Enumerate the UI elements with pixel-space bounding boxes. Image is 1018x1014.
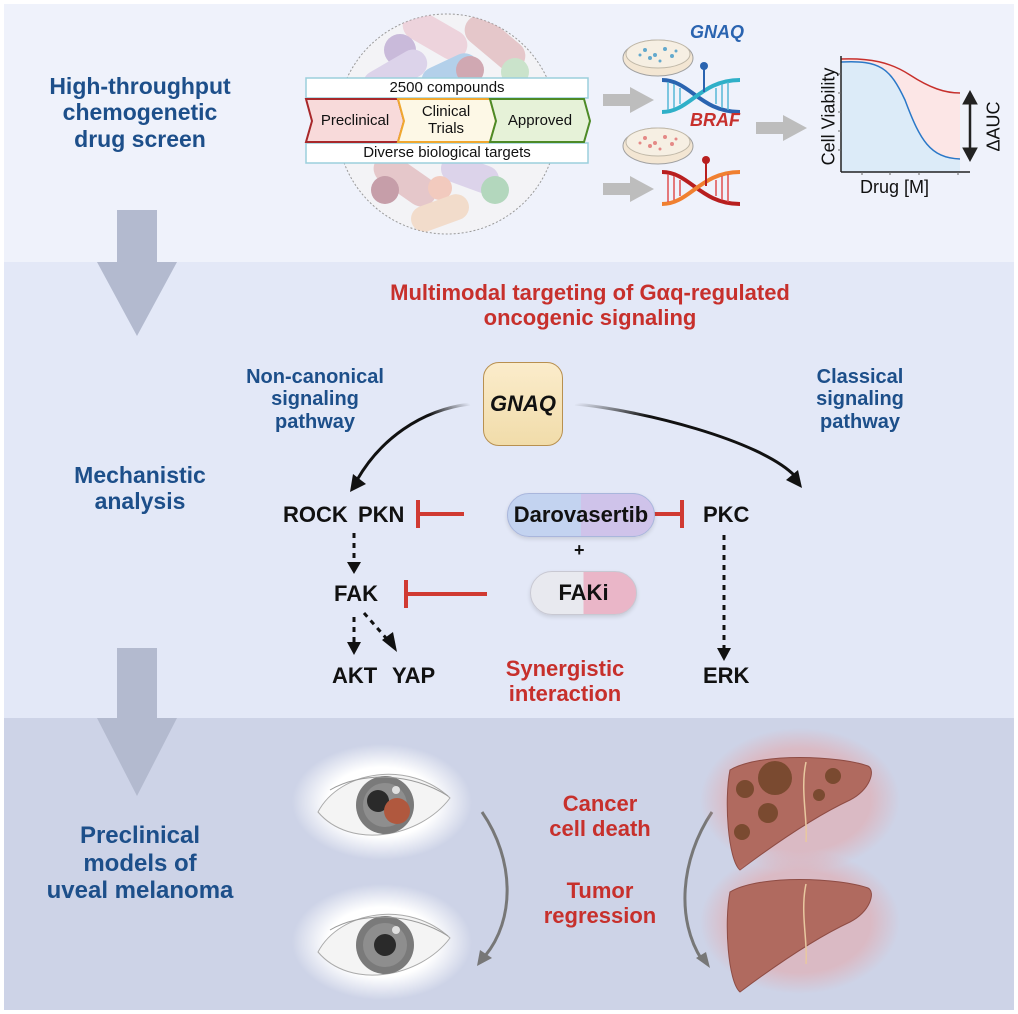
title-line: oncogenic signaling <box>483 305 697 331</box>
label-line: Classical <box>816 366 904 388</box>
gnaq-node: GNAQ <box>483 362 563 446</box>
node-yap: YAP <box>392 663 436 688</box>
label-line: Synergistic <box>505 656 625 681</box>
targets-label: Diverse biological targets <box>363 144 531 161</box>
stage-label-line: uveal melanoma <box>46 877 234 905</box>
label-line: Non-canonical <box>246 366 384 388</box>
node-rock: ROCK <box>283 502 348 527</box>
label-line: signaling <box>271 388 359 411</box>
node-pkc: PKC <box>703 502 750 527</box>
label-line: pathway <box>274 410 356 433</box>
non-canonical-pathway-label: Non-canonical signaling pathway <box>240 366 390 433</box>
outcome-cancer-cell-death: Cancer cell death <box>520 791 680 842</box>
synergy-label: Synergistic interaction <box>480 656 650 707</box>
label-line: cell death <box>549 816 651 842</box>
label-line: pathway <box>819 410 901 433</box>
stage-label-line: Preclinical <box>79 822 201 849</box>
mechanism-title: Multimodal targeting of Gαq-regulated on… <box>280 280 900 331</box>
phase-label-approved: Approved <box>507 112 573 129</box>
title-line: Multimodal targeting of Gαq-regulated <box>390 280 790 305</box>
gene-label-braf: BRAF <box>690 110 740 130</box>
label-line: Tumor <box>566 878 634 903</box>
phase-label-line: Trials <box>427 120 465 137</box>
node-pkn: PKN <box>358 502 405 527</box>
label-line: interaction <box>508 681 622 707</box>
delta-auc-label: ΔAUC <box>983 101 1004 152</box>
plus-sign: + <box>574 540 585 560</box>
stage-label-line: drug screen <box>74 125 206 152</box>
stage-label-line: High-throughput <box>49 73 231 99</box>
label-line: Cancer <box>562 791 638 816</box>
gene-label-gnaq: GNAQ <box>690 22 744 42</box>
phase-label-line: Clinical <box>421 103 471 120</box>
gnaq-label: GNAQ <box>490 391 556 416</box>
phase-label-clinical: Clinical Trials <box>400 103 492 137</box>
node-erk: ERK <box>703 663 750 688</box>
x-axis-label: Drug [M] <box>860 177 930 197</box>
stage-label-models: Preclinical models of uveal melanoma <box>10 822 270 905</box>
stage-label-line: analysis <box>94 488 186 515</box>
panel-mechanistic-analysis <box>4 262 1014 718</box>
stage-label-line: models of <box>83 849 197 877</box>
node-fak: FAK <box>334 581 378 606</box>
faki-label: FAKi <box>558 580 609 605</box>
label-line: regression <box>543 903 657 929</box>
darovasertib-pill: Darovasertib <box>507 493 655 537</box>
darovasertib-label: Darovasertib <box>513 502 649 527</box>
stage-label-line: Mechanistic <box>74 462 206 488</box>
stage-label-screen: High-throughput chemogenetic drug screen <box>20 73 260 152</box>
outcome-tumor-regression: Tumor regression <box>520 878 680 929</box>
faki-pill: FAKi <box>530 571 637 615</box>
node-akt: AKT <box>332 663 378 688</box>
y-axis-label: Cell Viability <box>818 67 839 166</box>
label-line: signaling <box>816 388 904 411</box>
phase-label-preclinical: Preclinical <box>320 112 390 129</box>
compounds-label: 2500 compounds <box>389 79 505 96</box>
stage-label-mechanism: Mechanistic analysis <box>20 462 260 515</box>
stage-label-line: chemogenetic <box>62 99 218 126</box>
classical-pathway-label: Classical signaling pathway <box>790 366 930 433</box>
